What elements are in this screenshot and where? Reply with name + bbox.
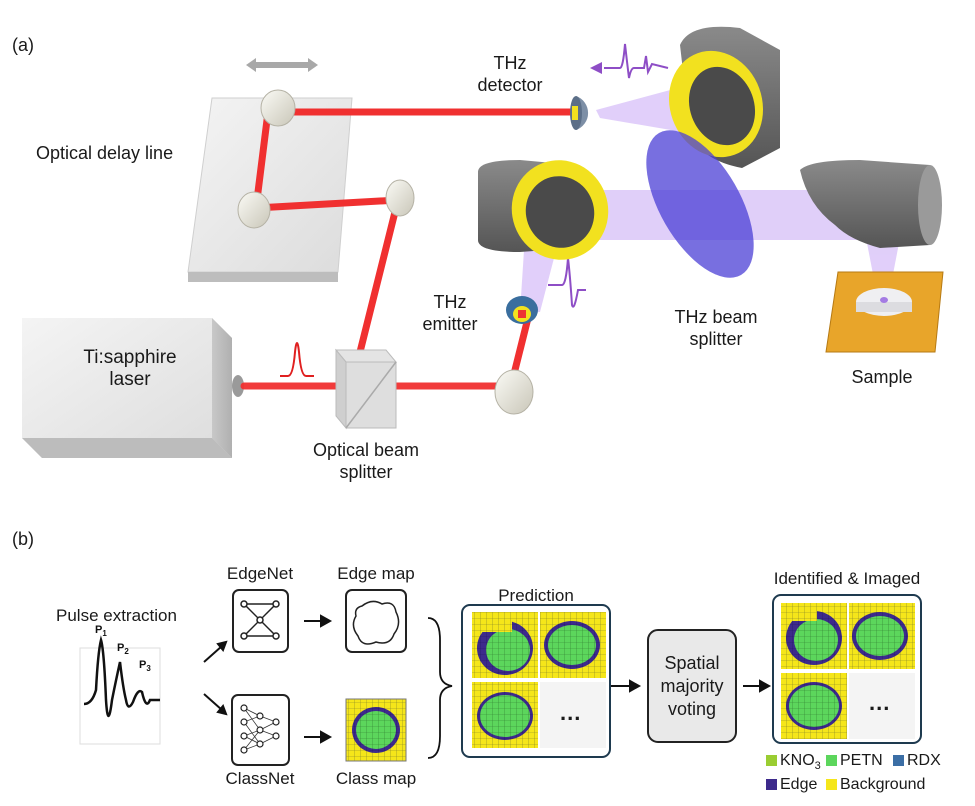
thz-detector-label-line2: detector (477, 75, 543, 95)
parabolic-mirror-icon (478, 160, 609, 260)
parabolic-mirror-icon (668, 26, 780, 168)
ti-sapphire-laser-box (22, 318, 244, 458)
optical-delay-line-stage (187, 58, 353, 282)
thz-emitter-label-line1: THz (433, 292, 467, 312)
identified-imaged-panel (772, 594, 922, 744)
thz-detector-pulse-icon (590, 43, 669, 79)
legend-item-kno3: KNO3 (766, 752, 821, 775)
beam-splitter-label-line1: Optical beam (312, 440, 420, 460)
voting-label-line2: majority (660, 676, 724, 696)
class-map-label: Class map (335, 769, 417, 788)
identified-ellipsis: ... (869, 690, 891, 715)
pulse-extraction-label: Pulse extraction (56, 606, 177, 625)
prediction-panel (461, 604, 611, 758)
legend-item-background: Background (826, 776, 925, 794)
identified-imaged-label: Identified & Imaged (773, 569, 921, 588)
thz-detector-label-line1: THz (493, 53, 527, 73)
peak-label-p2: P2 (117, 642, 129, 657)
edge-map-label: Edge map (337, 564, 415, 583)
sample-label: Sample (851, 367, 913, 387)
legend-item-rdx: RDX (893, 752, 941, 770)
legend-swatch-petn (826, 755, 837, 766)
legend-item-petn: PETN (826, 752, 883, 770)
thz-detector-icon (570, 96, 589, 130)
thz-emitter-icon (506, 296, 538, 324)
thz-beam-splitter-disk-icon (646, 130, 754, 278)
legend-swatch-edge (766, 779, 777, 790)
double-arrow-icon (246, 58, 318, 72)
optical-delay-line-label: Optical delay line (36, 143, 174, 163)
mirror-icon (237, 89, 534, 415)
peak-label-p3: P3 (139, 659, 151, 674)
thz-beam-splitter-label-line1: THz beam (674, 307, 758, 327)
beam-splitter-label-line2: splitter (339, 462, 393, 482)
classnet-label: ClassNet (225, 769, 295, 788)
class-map-icon (345, 698, 407, 762)
edgenet-icon (232, 589, 289, 653)
panel-a-label: (a) (12, 35, 34, 55)
spatial-majority-voting-box (647, 629, 737, 743)
voting-label-line3: voting (667, 699, 717, 719)
laser-label-line2: laser (109, 369, 151, 390)
thz-emitter-pulse-icon (548, 257, 586, 308)
legend-swatch-background (826, 779, 837, 790)
legend-swatch-kno3 (766, 755, 777, 766)
legend-item-edge: Edge (766, 776, 817, 794)
prediction-ellipsis: ... (560, 700, 582, 725)
voting-label-line1: Spatial (664, 653, 720, 673)
edgenet-label: EdgeNet (226, 564, 294, 583)
thz-emitter-label-line2: emitter (422, 314, 478, 334)
panel-b-label: (b) (12, 529, 34, 549)
edge-map-icon (345, 589, 407, 653)
laser-pulse-icon (280, 342, 314, 377)
thz-beam-splitter-label-line2: splitter (689, 329, 743, 349)
sample-icon (825, 271, 944, 353)
prediction-label: Prediction (498, 586, 574, 605)
flow-arrow (203, 614, 772, 744)
parabolic-mirror-icon (800, 160, 942, 248)
beam-splitter-cube-icon (334, 348, 398, 430)
classnet-icon (231, 694, 290, 766)
curly-brace (427, 617, 453, 759)
laser-label-line1: Ti:sapphire (83, 347, 177, 368)
peak-label-p1: P1 (95, 624, 107, 639)
legend-swatch-rdx (893, 755, 904, 766)
pulse-waveform-plot (79, 635, 161, 745)
